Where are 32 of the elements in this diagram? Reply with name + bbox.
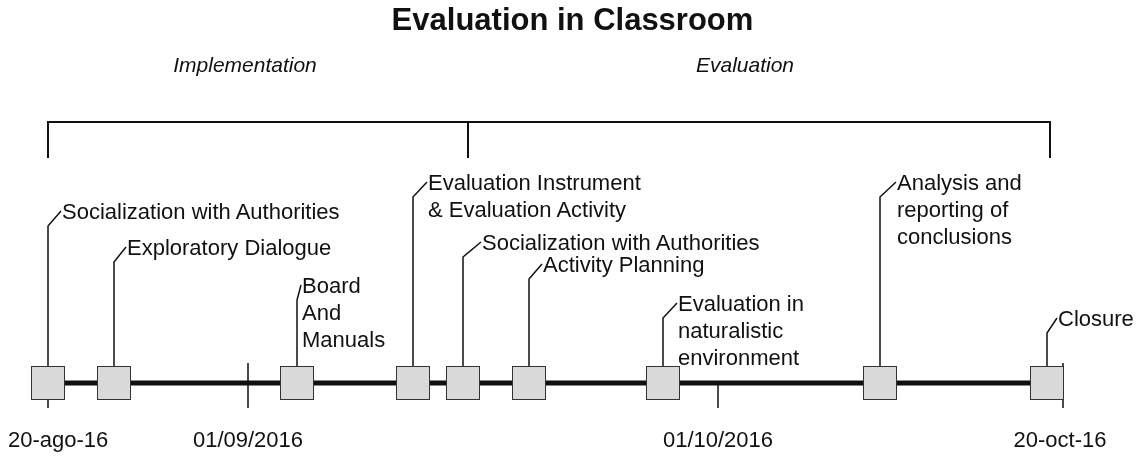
milestone-box xyxy=(97,366,131,400)
leader-line xyxy=(528,263,543,367)
leader-line xyxy=(1046,317,1058,367)
milestone-box xyxy=(646,366,680,400)
milestone-label: Closure xyxy=(1058,305,1143,332)
milestone-box xyxy=(31,366,65,400)
milestone-label: Evaluation in naturalistic environment xyxy=(678,290,806,371)
leader-line xyxy=(662,302,678,367)
phase-label: Evaluation xyxy=(694,53,796,77)
date-label: 20-ago-16 xyxy=(8,427,109,453)
leader-line xyxy=(47,210,62,367)
date-label: 01/10/2016 xyxy=(661,427,775,453)
milestone-label: Board And Manuals xyxy=(302,272,384,353)
milestone-label: Socialization with Authorities xyxy=(62,198,382,225)
leader-line xyxy=(879,181,897,367)
leader-line xyxy=(113,246,127,367)
phase-label: Implementation xyxy=(172,53,318,77)
milestone-label: Analysis and reporting of conclusions xyxy=(897,169,1039,250)
milestone-box xyxy=(512,366,546,400)
leader-line xyxy=(412,181,428,367)
milestone-box xyxy=(446,366,480,400)
milestone-label: Exploratory Dialogue xyxy=(127,234,387,261)
milestone-box xyxy=(863,366,897,400)
milestone-box xyxy=(1030,366,1064,400)
milestone-label: Evaluation Instrument & Evaluation Activity xyxy=(428,169,654,223)
leader-line xyxy=(296,284,302,367)
milestone-box xyxy=(280,366,314,400)
diagram-title: Evaluation in Classroom xyxy=(390,2,755,38)
date-label: 20-oct-16 xyxy=(1012,427,1108,453)
date-label: 01/09/2016 xyxy=(191,427,305,453)
leader-line xyxy=(462,241,482,367)
milestone-box xyxy=(396,366,430,400)
